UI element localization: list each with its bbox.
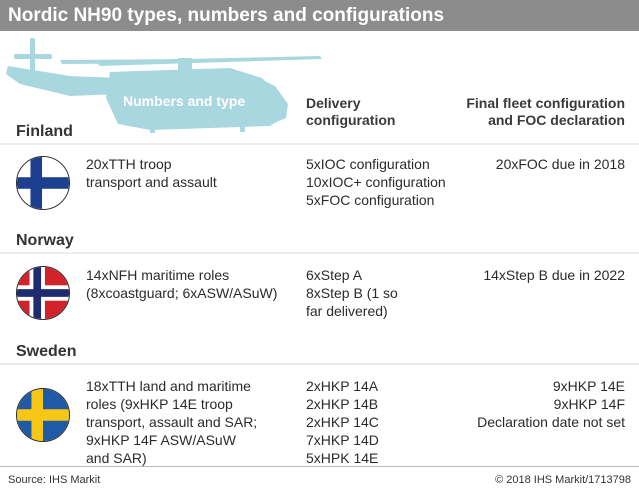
section-divider bbox=[0, 252, 639, 254]
norway-delivery: 6xStep A 8xStep B (1 so far delivered) bbox=[306, 267, 398, 319]
numbers-and-type-header: Numbers and type bbox=[123, 93, 246, 109]
sweden-type: 18xTTH land and maritime roles (9xHKP 14… bbox=[86, 378, 258, 466]
finland-flag-icon bbox=[16, 156, 70, 210]
section-title-sweden: Sweden bbox=[16, 343, 77, 360]
source-note: Source: IHS Markit bbox=[8, 474, 101, 486]
section-title-finland: Finland bbox=[16, 123, 73, 140]
delivery-configuration-header: Delivery configuration bbox=[306, 95, 396, 128]
norway-final: 14xStep B due in 2022 bbox=[483, 267, 625, 283]
norway-flag-icon bbox=[16, 266, 70, 320]
finland-delivery: 5xIOC configuration 10xIOC+ configuratio… bbox=[306, 156, 446, 208]
page-title: Nordic NH90 types, numbers and configura… bbox=[0, 0, 639, 31]
finland-type: 20xTTH troop transport and assault bbox=[86, 156, 217, 190]
norway-type: 14xNFH maritime roles (8xcoastguard; 6xA… bbox=[86, 267, 278, 301]
sweden-delivery: 2xHKP 14A 2xHKP 14B 2xHKP 14C 7xHKP 14D … bbox=[306, 378, 379, 466]
section-title-norway: Norway bbox=[16, 232, 74, 249]
sweden-final: 9xHKP 14E 9xHKP 14F Declaration date not… bbox=[477, 378, 625, 430]
sweden-flag-icon bbox=[16, 388, 70, 442]
copyright-note: © 2018 IHS Markit/1713798 bbox=[495, 474, 631, 486]
section-divider bbox=[0, 363, 639, 365]
section-divider bbox=[0, 143, 639, 145]
finland-final: 20xFOC due in 2018 bbox=[495, 156, 625, 172]
helicopter-silhouette-icon bbox=[6, 38, 322, 133]
final-fleet-configuration-header: Final fleet configuration and FOC declar… bbox=[466, 95, 625, 128]
footer-divider bbox=[0, 466, 639, 467]
